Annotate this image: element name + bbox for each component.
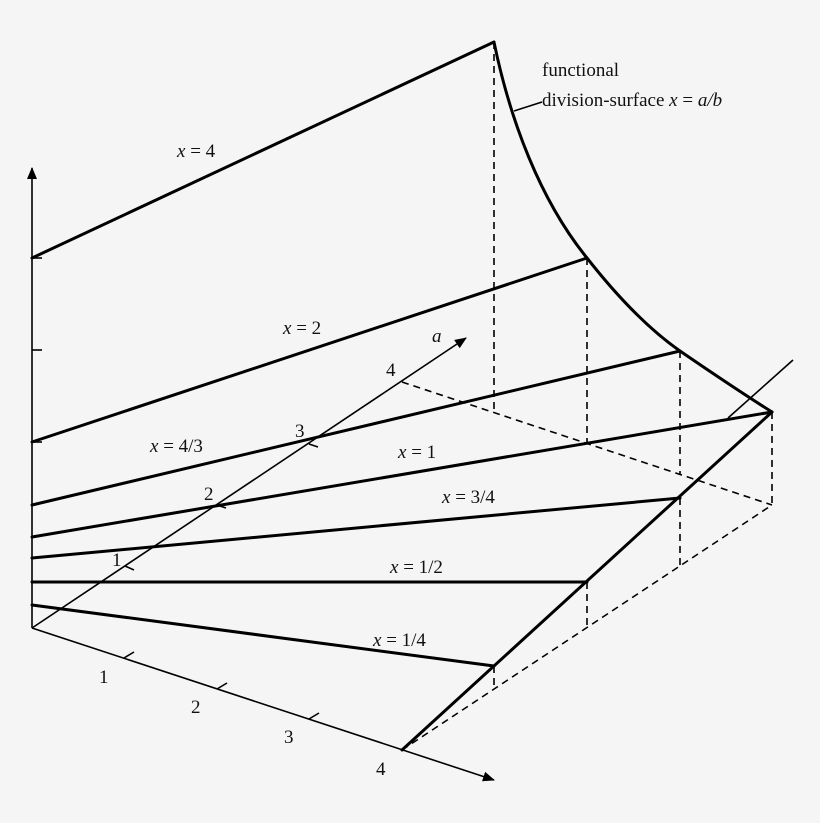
isoline-label: x = 3/4 <box>441 487 495 508</box>
isoline-label: x = 1/4 <box>372 630 426 651</box>
isoline-label: x = 4/3 <box>149 436 203 457</box>
b-axis-tick-label: 2 <box>191 697 201 718</box>
annotation-leader <box>513 101 543 112</box>
b-axis-tick-label: 4 <box>376 759 386 780</box>
a-axis <box>31 337 467 629</box>
floor-projection <box>401 42 773 751</box>
leader-line <box>727 359 794 419</box>
isoline-x-1-4 <box>30 603 496 668</box>
isoline-x-4-3 <box>30 349 682 507</box>
isoline-x-3-4 <box>30 496 682 560</box>
b-axis <box>31 627 495 782</box>
b-axis-tick-label: 3 <box>284 727 294 748</box>
a-axis-label: a <box>432 326 442 347</box>
isoline-x-4 <box>30 40 496 260</box>
isoline-label: x = 1/2 <box>389 557 443 578</box>
isolines <box>30 40 774 668</box>
b-axis-tick-label: 1 <box>99 667 109 688</box>
a-axis-tick-label: 3 <box>295 421 305 442</box>
isoline-label: x = 2 <box>282 318 321 339</box>
division-surface-curve <box>492 40 774 414</box>
isoline-x-2 <box>30 256 589 444</box>
isoline-label: x = 4 <box>176 141 216 162</box>
a-axis-tick-label: 2 <box>204 484 214 505</box>
isoline-label: x = 1 <box>397 442 436 463</box>
annotation-line1: functional <box>542 60 619 81</box>
a-axis-tick-label: 1 <box>112 550 122 571</box>
isoline-x-1 <box>30 410 774 539</box>
annotation-line2: division-surface x = a/b <box>542 90 722 111</box>
a-axis-tick-label: 4 <box>386 360 396 381</box>
